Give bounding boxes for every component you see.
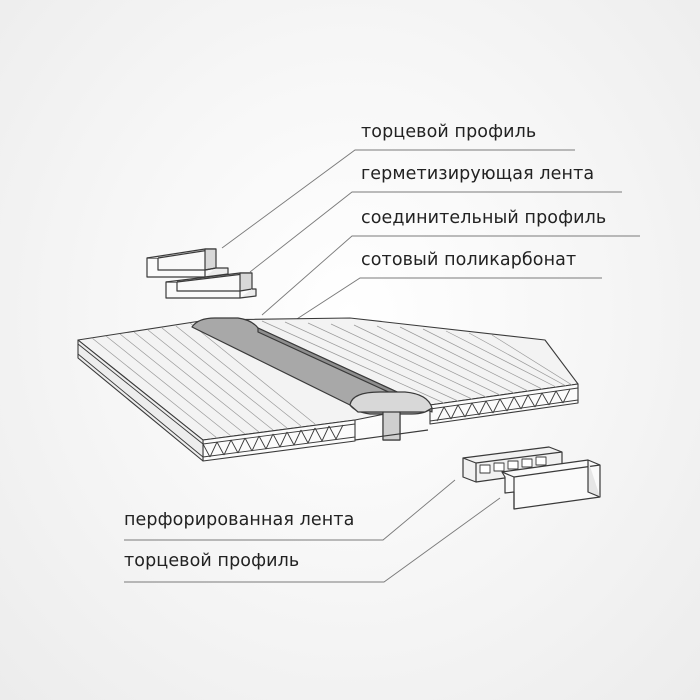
leader-end-profile-top [221,149,575,249]
leader-polycarbonate [282,277,602,329]
leader-lines-top [221,149,640,329]
leader-end-profile-bottom [124,497,501,583]
leader-perforated-tape [124,479,456,541]
label-polycarbonate: сотовый поликарбонат [361,250,577,270]
sealing-tape-profile [165,281,241,299]
label-sealing-tape: герметизирующая лента [361,164,595,184]
leader-lines-bottom [124,479,501,583]
label-connecting-profile: соединительный профиль [361,208,607,228]
leader-connecting-profile [261,235,640,316]
label-perforated-tape: перфорированная лента [124,510,355,530]
connecting-profile [191,317,433,441]
label-end-profile-top: торцевой профиль [361,122,537,142]
end-profile-top [146,257,206,278]
top-end-profile-group [146,248,257,299]
label-end-profile-bottom: торцевой профиль [124,551,300,571]
bottom-profile-group [462,446,601,510]
leader-sealing-tape [249,191,622,273]
